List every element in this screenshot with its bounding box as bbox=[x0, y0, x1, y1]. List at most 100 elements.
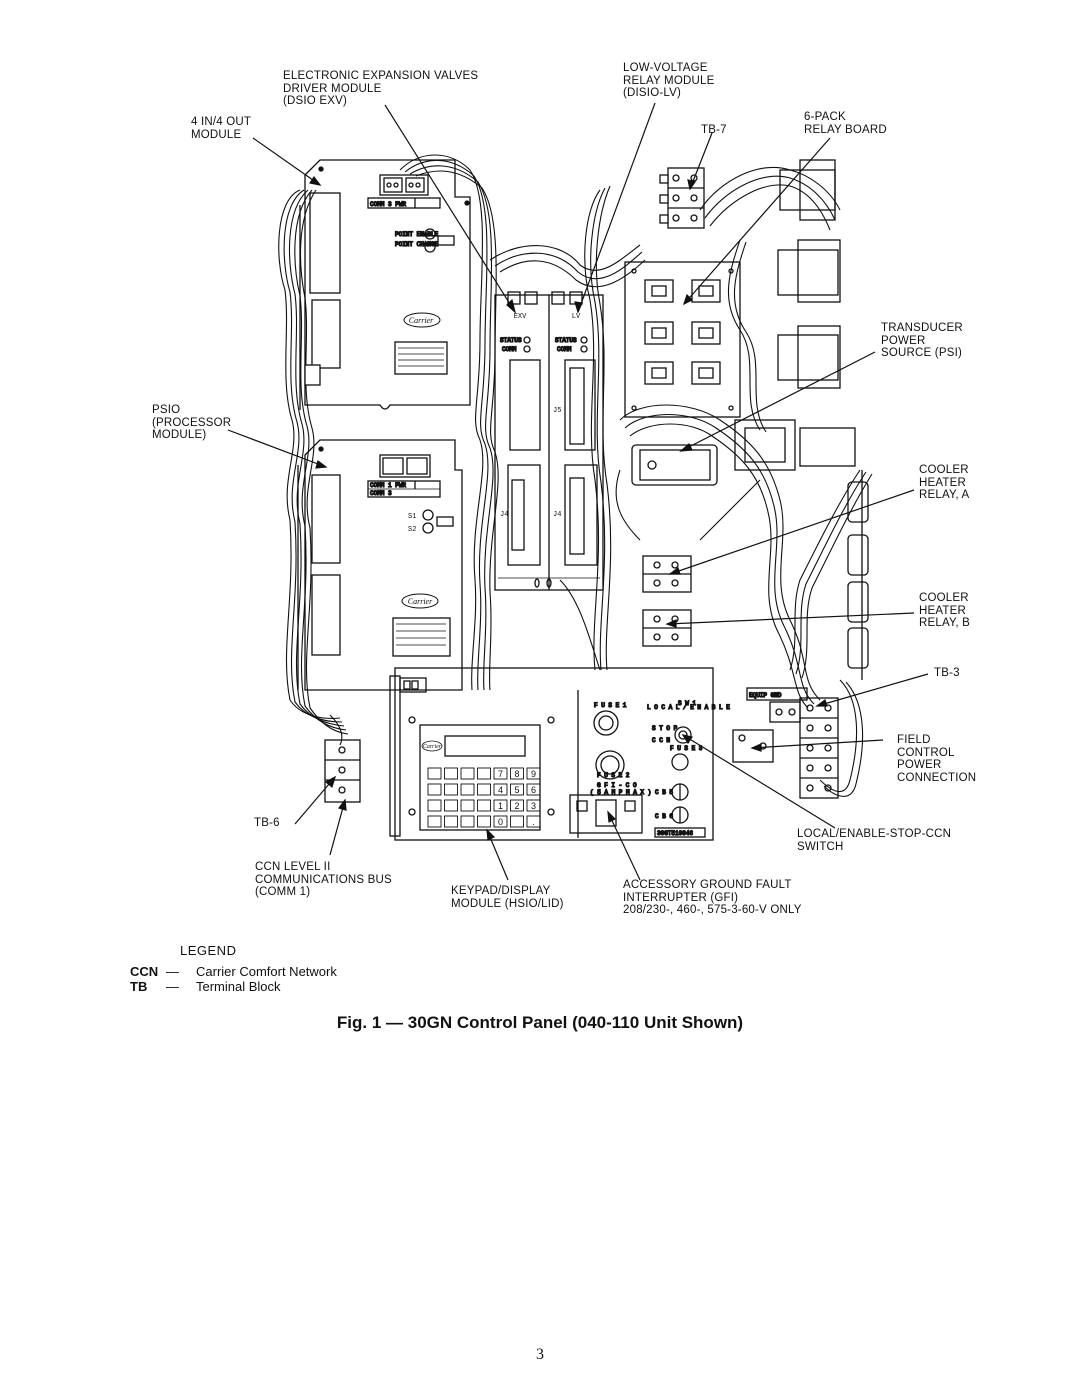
keypad-key bbox=[460, 815, 475, 828]
callout-4in-4out: 4 IN/4 OUT MODULE bbox=[191, 116, 252, 141]
callout-heater-b: COOLER HEATER RELAY, B bbox=[919, 592, 971, 629]
keypad-key-label: 2 bbox=[514, 801, 519, 811]
keypad-key bbox=[444, 783, 458, 796]
keypad-key bbox=[427, 799, 442, 812]
callout-ccn-bus: CCN LEVEL II COMMUNICATIONS BUS (COMM 1) bbox=[255, 861, 392, 898]
status-label-exv: STATUS bbox=[500, 337, 522, 344]
callout-tb6: TB-6 bbox=[254, 817, 280, 829]
figure-caption: Fig. 1 — 30GN Control Panel (040-110 Uni… bbox=[336, 1013, 744, 1032]
callout-tb3: TB-3 bbox=[934, 667, 960, 679]
comm3-label: COMM 3 bbox=[370, 490, 392, 497]
callout-field-power: FIELD CONTROL POWER CONNECTION bbox=[897, 734, 977, 784]
keypad-key-label: 3 bbox=[531, 801, 536, 811]
four-in-four-out-module: POINT ENABLE POINT CHANGE Carrier COMM 3… bbox=[299, 159, 471, 410]
comm-label-exv: COMM bbox=[502, 346, 517, 353]
six-pack-relay-board bbox=[624, 261, 741, 418]
tb6-terminal-block bbox=[324, 739, 361, 803]
exv-lv-modules: EXV LV STATUS COMM STATUS COMM J5 J4 J4 bbox=[494, 291, 604, 591]
keypad-key bbox=[526, 767, 541, 780]
comm1-pwr-label: COMM 1 PWR bbox=[370, 482, 406, 489]
callout-6-pack: 6-PACK RELAY BOARD bbox=[804, 111, 887, 136]
psio-module: COMM 1 PWR COMM 3 S1 S2 Carrier bbox=[297, 439, 463, 691]
keypad-key bbox=[427, 783, 442, 796]
legend-abbr: TB bbox=[130, 979, 148, 994]
carrier-logo-keypad: Carrier bbox=[423, 744, 442, 750]
keypad-key-label: 7 bbox=[498, 769, 503, 779]
right-relays bbox=[734, 159, 869, 680]
callout-gfi: ACCESSORY GROUND FAULT INTERRUPTER (GFI)… bbox=[623, 879, 802, 916]
wire-bundles bbox=[278, 154, 873, 797]
sw1-label: S W 1 bbox=[678, 700, 696, 707]
legend-row-ccn: CCN — Carrier Comfort Network bbox=[130, 964, 337, 979]
legend-row-tb: TB — Terminal Block bbox=[130, 979, 281, 994]
keypad-key bbox=[444, 815, 458, 828]
legend-definition: Terminal Block bbox=[196, 979, 281, 994]
keypad-key bbox=[477, 799, 491, 812]
carrier-logo-top: Carrier bbox=[409, 316, 434, 325]
exv-label: EXV bbox=[514, 313, 527, 321]
page-number: 3 bbox=[536, 1346, 544, 1363]
transducer-power-source bbox=[631, 444, 718, 486]
ccn-label: C C N bbox=[652, 737, 670, 744]
cb5-label: C B 5 bbox=[655, 789, 673, 796]
keypad-key-label: 9 bbox=[531, 769, 536, 779]
keypad-key bbox=[444, 767, 458, 780]
legend-dash: — bbox=[166, 964, 179, 979]
keypad-key bbox=[460, 767, 475, 780]
callout-switch: LOCAL/ENABLE-STOP-CCN SWITCH bbox=[797, 828, 952, 853]
callout-tb7: TB-7 bbox=[701, 124, 727, 136]
stop-label: S T O P bbox=[652, 725, 678, 732]
local-enable-label: L O C A L / E N A B L E bbox=[647, 704, 730, 711]
keypad-key-label: 0 bbox=[498, 817, 503, 827]
svg-text:POINT CHANGE: POINT CHANGE bbox=[395, 241, 439, 248]
comm3-pwr-top-label: COMM 3 PWR bbox=[370, 201, 406, 208]
keypad-key bbox=[510, 799, 524, 812]
carrier-logo-psio: Carrier bbox=[408, 597, 433, 606]
keypad-key-label: 1 bbox=[498, 801, 503, 811]
keypad-key bbox=[510, 767, 524, 780]
equip-gnd-label: EQUIP GND bbox=[749, 692, 782, 699]
comm-label-lv: COMM bbox=[557, 346, 572, 353]
legend-abbr: CCN bbox=[130, 964, 159, 979]
keypad-key bbox=[444, 799, 458, 812]
legend-title: LEGEND bbox=[180, 943, 237, 958]
keypad-key bbox=[477, 815, 491, 828]
cb6-label: C B 6 bbox=[655, 813, 673, 820]
callout-psio: PSIO (PROCESSOR MODULE) bbox=[152, 404, 232, 441]
j4-label-exv: J4 bbox=[500, 511, 508, 519]
keypad-key bbox=[493, 783, 508, 796]
callout-disio-lv: LOW-VOLTAGE RELAY MODULE (DISIO-LV) bbox=[623, 62, 715, 99]
keypad-key bbox=[460, 783, 475, 796]
keypad-key-label: . bbox=[532, 817, 535, 827]
amp-max-label: ( 5 A M P M A X ) bbox=[590, 789, 651, 796]
fuse2-label: F U S E 2 bbox=[597, 772, 630, 779]
status-label-lv: STATUS bbox=[555, 337, 577, 344]
keypad-key bbox=[460, 799, 475, 812]
legend-dash: — bbox=[166, 979, 179, 994]
s1-label: S1 bbox=[408, 513, 416, 521]
keypad-key bbox=[526, 783, 541, 796]
keypad-key bbox=[477, 767, 491, 780]
lv-label: LV bbox=[572, 313, 581, 321]
keypad-key bbox=[510, 783, 524, 796]
keypad-key bbox=[526, 815, 541, 828]
part-number-label: 30GT510846 bbox=[657, 830, 693, 837]
keypad-key bbox=[493, 767, 508, 780]
callout-transducer: TRANSDUCER POWER SOURCE (PSI) bbox=[881, 322, 963, 359]
keypad-key-label: 6 bbox=[531, 785, 536, 795]
fuse1-label: F U S E 1 bbox=[594, 702, 627, 709]
callout-heater-a: COOLER HEATER RELAY, A bbox=[919, 464, 970, 501]
keypad-key bbox=[493, 799, 508, 812]
keypad-key-label: 5 bbox=[514, 785, 519, 795]
keypad-key bbox=[427, 767, 442, 780]
keypad-key bbox=[477, 783, 491, 796]
keypad-key bbox=[427, 815, 442, 828]
front-panel: F U S E 1 S W 1 L O C A L / E N A B L E … bbox=[389, 667, 731, 841]
svg-text:POINT ENABLE: POINT ENABLE bbox=[395, 231, 439, 238]
fuse3-label: F U S E 3 bbox=[670, 745, 703, 752]
legend-definition: Carrier Comfort Network bbox=[196, 964, 337, 979]
j5-label: J5 bbox=[553, 407, 561, 415]
keypad-key bbox=[493, 815, 508, 828]
